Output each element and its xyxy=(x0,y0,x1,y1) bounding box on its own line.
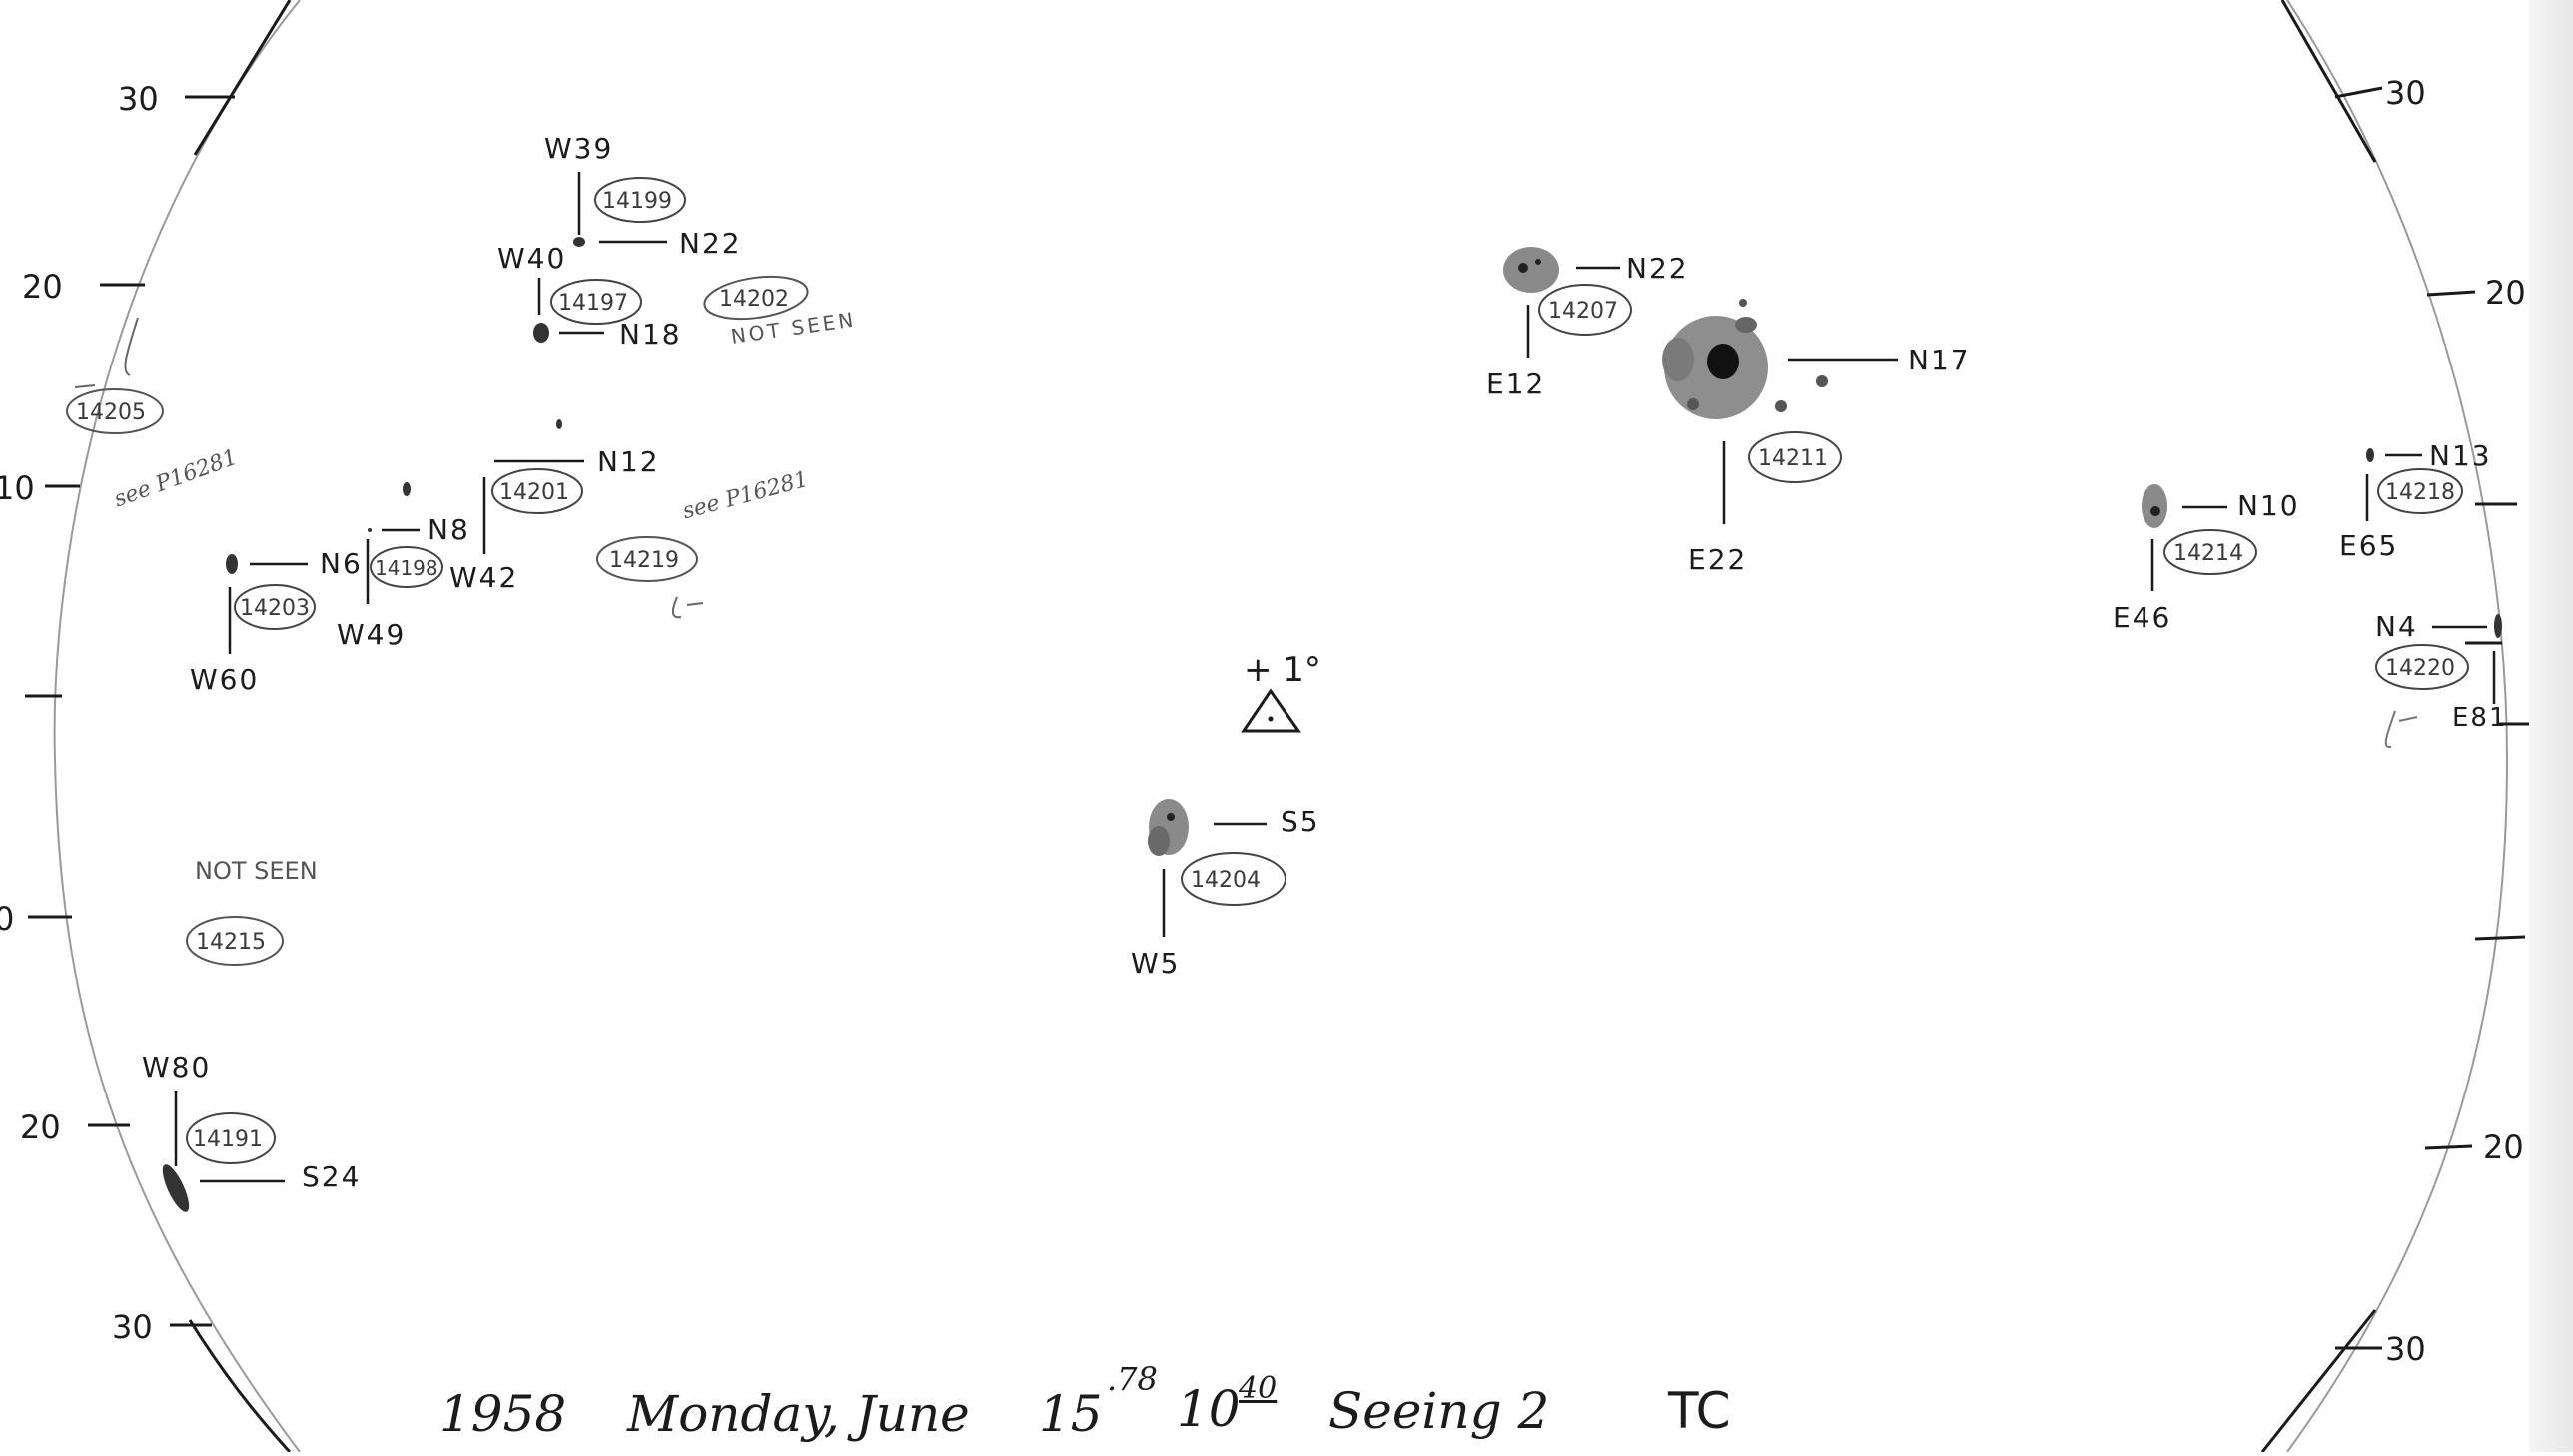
unseen-14202-id: 14202 xyxy=(719,287,789,312)
group-14207: N22 14207 E12 xyxy=(1486,247,1689,400)
group-14204-lon: W5 xyxy=(1131,947,1181,980)
group-14220-id: 14220 xyxy=(2385,656,2455,681)
group-14214: N10 14214 E46 xyxy=(2113,484,2300,634)
caption: 1958 Monday, June 15 .78 10 40 Seeing 2 … xyxy=(439,1360,1731,1443)
group-14211-id: 14211 xyxy=(1758,446,1828,471)
tick-right-20: 20 xyxy=(2485,274,2526,312)
group-14203-lat: N6 xyxy=(320,547,363,580)
tick-left-20: 20 xyxy=(22,268,63,306)
tick-right-20s: 20 xyxy=(2483,1128,2524,1166)
group-14191-id: 14191 xyxy=(193,1127,263,1152)
group-14197-lon: W40 xyxy=(497,242,566,275)
group-14203-id: 14203 xyxy=(240,596,310,621)
group-14201-id: 14201 xyxy=(499,480,569,505)
tick-right-30s: 30 xyxy=(2385,1330,2426,1368)
limb-arc-bl xyxy=(188,1319,292,1454)
tick-left-20s: 20 xyxy=(20,1108,61,1146)
group-14204-lat: S5 xyxy=(1281,805,1320,838)
unseen-14215: NOT SEEN 14215 xyxy=(186,857,318,966)
group-14198-lat: N8 xyxy=(428,513,470,546)
center-dot xyxy=(1268,716,1274,722)
unseen-14202-note: NOT SEEN xyxy=(729,307,857,348)
unseen-14219: see P16281 14219 xyxy=(596,467,811,619)
caption-year: 1958 xyxy=(439,1385,566,1443)
group-14214-lon: E46 xyxy=(2113,601,2171,634)
tick-left-30: 30 xyxy=(118,80,159,118)
caption-observer: TC xyxy=(1667,1382,1731,1440)
unseen-14202: 14202 NOT SEEN xyxy=(703,275,858,349)
group-14214-id: 14214 xyxy=(2173,541,2243,566)
caption-date: 15 xyxy=(1039,1385,1103,1443)
group-14207-lat: N22 xyxy=(1626,252,1689,285)
paper-edge xyxy=(2529,0,2573,1452)
caption-time: 10 xyxy=(1177,1380,1241,1438)
caption-day: Monday, June xyxy=(626,1385,970,1443)
disk-limb-right xyxy=(2286,0,2509,1453)
caption-date-sup: .78 xyxy=(1107,1360,1158,1398)
unseen-14219-id: 14219 xyxy=(609,548,679,573)
group-14218-lon: E65 xyxy=(2339,529,2398,562)
center-marker: + 1° xyxy=(1244,650,1321,690)
group-14211-lat: N17 xyxy=(1908,344,1971,376)
group-14201-lat: N12 xyxy=(597,445,660,478)
center-triangle xyxy=(1241,688,1301,733)
tick-left-10: 10 xyxy=(0,469,35,507)
group-14214-lat: N10 xyxy=(2237,489,2300,522)
group-14197-lat: N18 xyxy=(619,318,682,351)
group-14197-id: 14197 xyxy=(558,291,628,316)
limb-arc-tr xyxy=(2280,0,2377,163)
tick-left-30s: 30 xyxy=(112,1308,153,1346)
group-14211-lon: E22 xyxy=(1688,543,1747,576)
group-14197: W40 14197 N18 xyxy=(497,242,682,351)
group-14207-lon: E12 xyxy=(1486,367,1545,400)
limb-arc-tl xyxy=(193,0,292,156)
caption-time-sup: 40 xyxy=(1238,1371,1277,1406)
group-14207-id: 14207 xyxy=(1548,299,1618,324)
group-14191-lon: W80 xyxy=(142,1051,211,1084)
group-14199: W39 14199 N22 xyxy=(544,132,742,260)
group-14218-id: 14218 xyxy=(2385,480,2455,505)
group-14211: N17 14211 E22 xyxy=(1662,299,1971,576)
group-14203-lon: W60 xyxy=(190,663,259,696)
limb-arc-br xyxy=(2260,1309,2377,1453)
group-14220: N4 14220 E81 xyxy=(2375,610,2508,733)
tick-right-30: 30 xyxy=(2385,74,2426,112)
group-14199-lat: N22 xyxy=(679,227,742,260)
unseen-14205-note: see P16281 xyxy=(111,445,241,513)
group-14220-lon: E81 xyxy=(2452,703,2508,733)
pencil-mark-right xyxy=(2384,710,2418,749)
caption-seeing: Seeing 2 xyxy=(1328,1382,1549,1440)
group-14218-lat: N13 xyxy=(2429,439,2492,472)
group-14198-lon: W49 xyxy=(337,618,406,651)
unseen-14205-id: 14205 xyxy=(76,400,146,425)
unseen-14219-note: see P16281 xyxy=(680,467,811,525)
group-14199-lon: W39 xyxy=(544,132,613,165)
left-ticks xyxy=(25,95,235,1327)
group-14201-lon: W42 xyxy=(449,561,518,594)
group-14220-lat: N4 xyxy=(2375,610,2418,643)
group-14198: N8 14198 W49 xyxy=(337,482,470,651)
group-14203: N6 14203 W60 xyxy=(190,547,363,696)
group-14199-id: 14199 xyxy=(602,189,672,214)
group-14191: W80 14191 S24 xyxy=(142,1051,361,1212)
disk-limb-left xyxy=(53,0,301,1453)
unseen-14215-note: NOT SEEN xyxy=(195,857,318,885)
tick-left-0: 0 xyxy=(0,900,14,938)
group-14198-id: 14198 xyxy=(375,556,438,580)
unseen-14215-id: 14215 xyxy=(196,930,266,955)
group-14204: S5 14204 W5 xyxy=(1131,799,1320,980)
group-14201: N12 14201 W42 xyxy=(449,419,660,594)
group-14191-lat: S24 xyxy=(302,1160,361,1193)
unseen-14205: 14205 see P16281 xyxy=(66,317,241,513)
group-14204-id: 14204 xyxy=(1191,868,1261,893)
group-14218: N13 14218 E65 xyxy=(2339,439,2492,562)
